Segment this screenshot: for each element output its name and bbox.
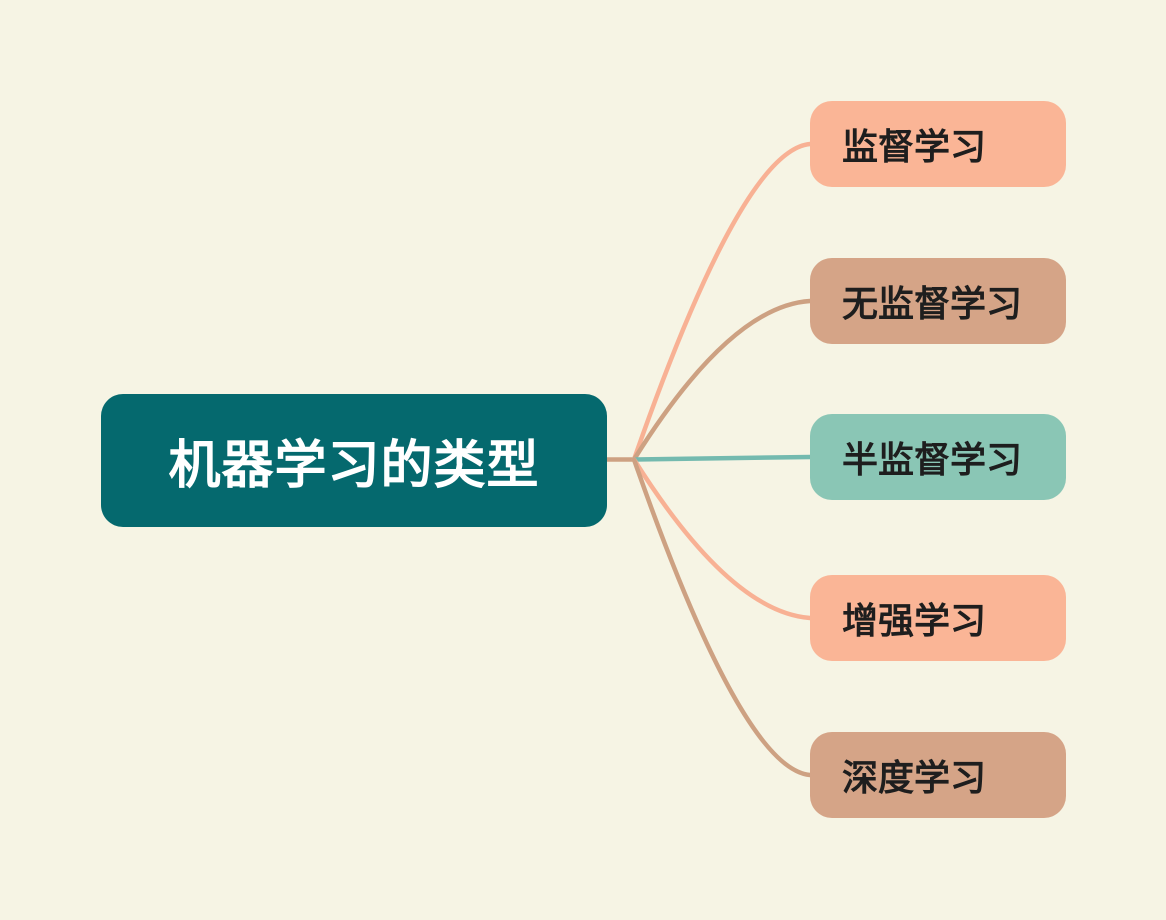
- branch-node-label: 增强学习: [842, 600, 987, 641]
- connector-branch-supervised: [631, 141, 813, 462]
- branch-node-semisupervised[interactable]: 半监督学习: [810, 414, 1066, 500]
- branch-node-unsupervised[interactable]: 无监督学习: [810, 258, 1066, 344]
- root-node-label: 机器学习的类型: [168, 437, 540, 495]
- connector-branch-reinforcement: [631, 457, 813, 621]
- branch-node-label: 监督学习: [842, 126, 987, 167]
- branch-node-supervised[interactable]: 监督学习: [810, 101, 1066, 187]
- connector-branch-semsupervised: [631, 454, 813, 462]
- branch-node-deep[interactable]: 深度学习: [810, 732, 1066, 818]
- branch-node-label: 深度学习: [842, 757, 987, 798]
- root-node[interactable]: 机器学习的类型: [101, 394, 607, 527]
- connector-branch-deep: [631, 457, 813, 778]
- branch-node-label: 无监督学习: [842, 283, 1023, 324]
- connector-branch-unsupervised: [631, 298, 813, 462]
- branch-node-label: 半监督学习: [842, 439, 1023, 480]
- branch-node-reinforcement[interactable]: 增强学习: [810, 575, 1066, 661]
